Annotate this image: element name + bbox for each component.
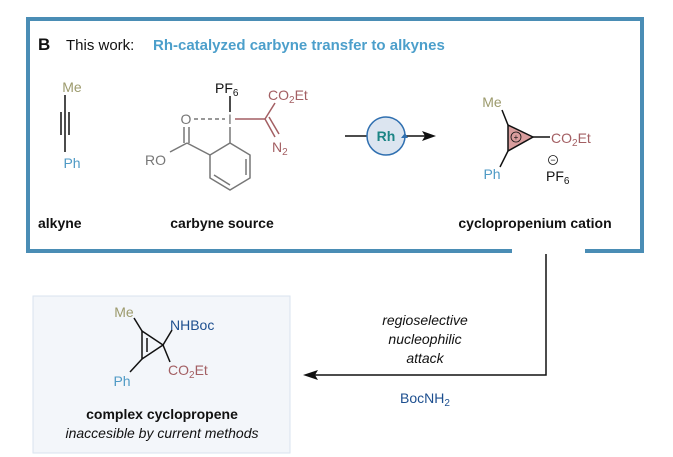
anion-label: PF6 [546, 168, 570, 187]
svg-text:Ph: Ph [483, 166, 500, 182]
svg-text:nucleophilic: nucleophilic [388, 331, 461, 347]
reagent-label: BocNH2 [400, 390, 450, 409]
title-highlight: Rh-catalyzed carbyne transfer to alkynes [153, 37, 445, 54]
diazo-group: N2 [272, 139, 288, 158]
alkyne-structure: Me Ph [60, 79, 82, 171]
svg-text:regioselective: regioselective [382, 312, 468, 328]
alkyne-label: alkyne [38, 215, 82, 231]
amine-label: NHBoc [170, 317, 214, 333]
cycle-arrow-icon [401, 133, 408, 138]
svg-text:CO2Et: CO2Et [168, 362, 208, 381]
catalyst-label: Rh [377, 128, 396, 144]
pf6-label: PF6 [215, 80, 239, 99]
carbonyl-oxygen: O [181, 111, 192, 127]
iodine-label: I [228, 111, 232, 127]
title-prefix: This work: [66, 37, 134, 54]
ester-group: CO2Et [268, 87, 308, 106]
product-sublabel: inaccesible by current methods [66, 425, 259, 441]
svg-text:attack: attack [406, 350, 444, 366]
methyl-label: Me [62, 79, 82, 95]
carbyne-source-label: carbyne source [170, 215, 274, 231]
positive-charge: + [514, 133, 519, 142]
catalytic-arrow: Rh [345, 116, 436, 156]
panel-letter: B [38, 35, 50, 54]
svg-text:CO2Et: CO2Et [551, 130, 591, 149]
product-label: complex cyclopropene [86, 406, 238, 422]
svg-text:Me: Me [482, 94, 502, 110]
phenyl-label: Ph [63, 155, 80, 171]
cation-label: cyclopropenium cation [458, 215, 611, 231]
ester-ro: RO [145, 152, 166, 168]
nucleophilic-attack-arrow [303, 254, 547, 380]
carbyne-source-structure: PF6 I O CO2Et N2 RO [145, 80, 308, 191]
svg-text:Me: Me [114, 304, 134, 320]
negative-charge: − [550, 155, 555, 165]
cyclopropenium-structure: Me + CO2Et Ph − PF6 [482, 94, 591, 187]
work-box-border [26, 17, 644, 253]
cyclopropene-structure: Me NHBoc CO2Et Ph [113, 304, 214, 389]
svg-text:Ph: Ph [113, 373, 130, 389]
product-box [32, 295, 291, 454]
